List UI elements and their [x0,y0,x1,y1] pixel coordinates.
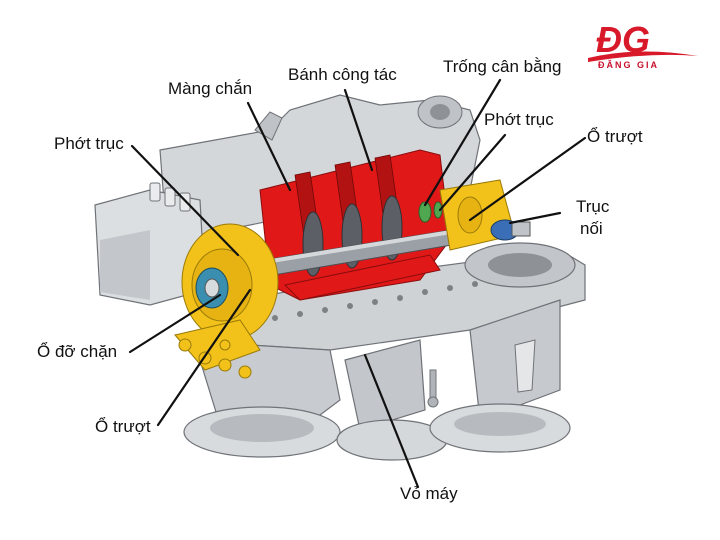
leader-truc-noi [508,211,562,225]
leader-trong-can-bang [423,78,502,207]
dang-gia-logo-mark: ĐG [588,19,698,62]
svg-text:ĐG: ĐG [596,19,650,60]
label-trong-can-bang: Trống cân bằng [443,57,562,76]
leader-o-truot-left [156,288,252,427]
leader-phot-truc-right [438,133,507,212]
label-o-truot-right: Ổ trượt [587,127,643,146]
leader-lines [128,78,587,489]
dang-gia-logo: ĐG ĐĂNG GIA [588,18,698,76]
left-top-bolts [149,182,191,212]
label-truc-noi-line1: Trục [576,197,610,216]
label-phot-truc-right: Phớt trục [484,110,554,129]
nozzle-right [469,299,561,421]
leader-vo-may [363,353,420,489]
label-o-do-chan: Ổ đỡ chặn [37,342,118,361]
leader-mang-chan [246,101,292,192]
leader-o-do-chan [128,293,222,354]
nozzle-middle [344,339,426,431]
leader-phot-truc-left [130,144,240,257]
label-truc-noi-line2: nối [580,219,603,238]
label-banh-cong-tac: Bánh công tác [288,65,397,84]
label-mang-chan: Màng chắn [168,79,253,98]
logo-subtitle: ĐĂNG GIA [598,60,659,70]
label-phot-truc-left: Phớt trục [54,134,124,153]
label-o-truot-left: Ổ trượt [95,417,151,436]
leader-o-truot-right [468,136,587,222]
label-vo-may: Vỏ máy [400,484,458,503]
leader-banh-cong-tac [343,88,374,172]
